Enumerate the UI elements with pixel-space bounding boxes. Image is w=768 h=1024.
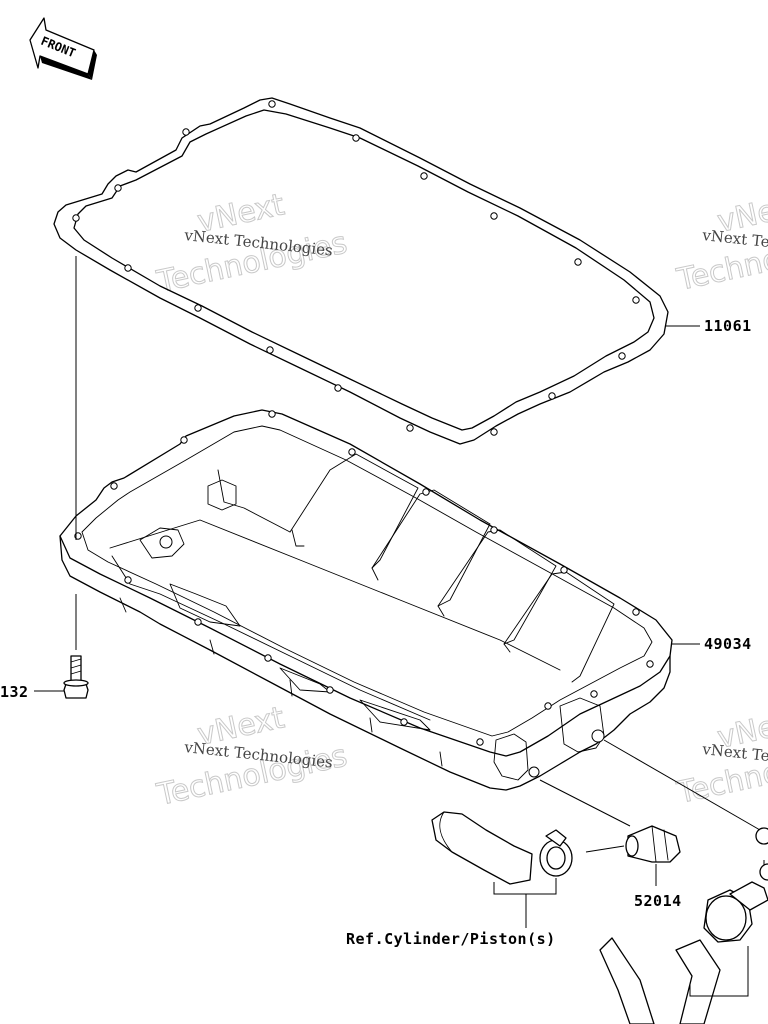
callout-11061: 11061: [666, 317, 752, 335]
oil-pipe-fitting: [539, 779, 681, 886]
watermark-center-bottom: vNext Technologies vNext Technologies: [153, 700, 351, 814]
oil-pan-bolt: [63, 256, 89, 699]
part-number-132: 132: [0, 683, 29, 701]
reference-cylinder-piston-label: Ref.Cylinder/Piston(s): [346, 930, 556, 948]
oil-pan-gasket: [53, 97, 669, 445]
watermark-right-bottom: vNext Technologies vNext Technologies: [673, 703, 768, 812]
oil-pan: [59, 409, 673, 791]
callout-49034: 49034: [672, 635, 752, 653]
callout-52014: 52014: [634, 892, 682, 910]
watermark-center-top: vNext Technologies vNext Technologies: [153, 187, 351, 301]
gasket-bolt-holes: [72, 100, 640, 436]
part-number-52014: 52014: [634, 892, 682, 910]
front-arrow-icon: FRONT: [29, 17, 97, 80]
oil-pipe-assembly: [599, 739, 768, 1024]
oil-hose: [431, 811, 573, 928]
callout-132: 132: [0, 683, 64, 701]
part-number-11061: 11061: [704, 317, 752, 335]
watermark-right-top: vNext Technologies vNext Technologies: [673, 187, 768, 299]
callout-reference: Ref.Cylinder/Piston(s): [346, 930, 556, 948]
part-number-49034: 49034: [704, 635, 752, 653]
oil-pan-bolt-holes: [74, 410, 654, 746]
